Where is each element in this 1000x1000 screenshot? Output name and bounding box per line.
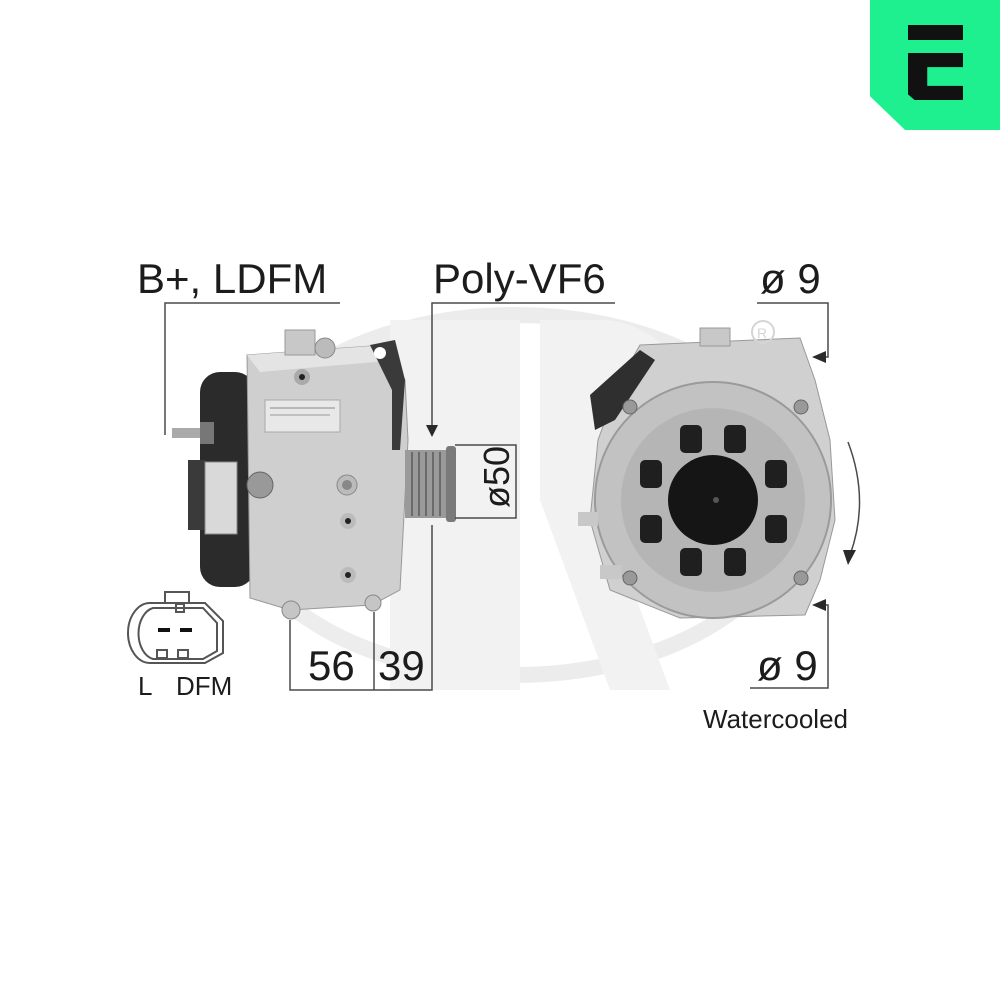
arrowheads [426, 351, 856, 611]
logo-bar-top [908, 25, 963, 40]
cooling-type-label: Watercooled [703, 704, 848, 734]
svg-text:R: R [757, 325, 767, 341]
plug-connector-icon [127, 591, 224, 664]
registered-mark-icon: R [751, 320, 775, 344]
era-logo [870, 0, 1000, 130]
dimension-lines [164, 302, 861, 691]
pulley-diameter-label: ø50 [476, 445, 517, 508]
mount-hole-bottom-label: ø 9 [757, 642, 818, 689]
dimension-56-label: 56 [308, 642, 355, 689]
logo-letter-e [908, 53, 963, 100]
plug-pin-l-label: L [138, 671, 153, 701]
alternator-side-view [172, 329, 456, 620]
pulley-type-label: Poly-VF6 [433, 255, 606, 302]
connection-label: B+, LDFM [137, 255, 328, 302]
dimension-39-label: 39 [378, 642, 425, 689]
mount-hole-top-label: ø 9 [760, 255, 821, 302]
alternator-front-view [578, 327, 836, 619]
plug-pin-dfm-label: DFM [176, 671, 233, 701]
